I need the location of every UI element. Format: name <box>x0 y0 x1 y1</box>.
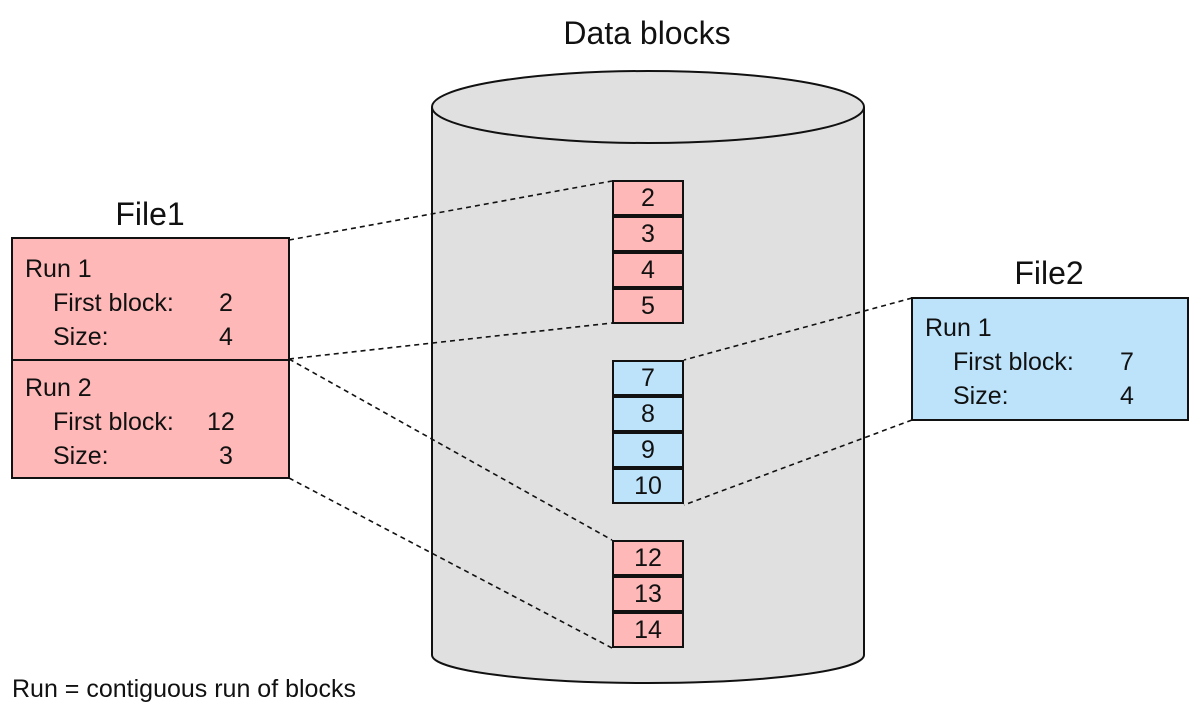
data-block: 4 <box>612 252 684 288</box>
file2-run-1: Run 1 First block: 7 Size: 4 <box>913 299 1187 419</box>
file1-run1-bottom-connector <box>288 322 613 360</box>
data-block: 8 <box>612 396 684 432</box>
file1-run-table: Run 1 First block: 2 Size: 4 Run 2 First… <box>11 237 290 479</box>
data-block: 10 <box>612 468 684 504</box>
data-block: 13 <box>612 576 684 612</box>
file2-run1-bottom-connector <box>683 419 913 506</box>
file2-run1-top-connector <box>683 297 913 361</box>
file1-run2-bottom-connector <box>288 477 613 649</box>
data-block: 9 <box>612 432 684 468</box>
file2-run-table: Run 1 First block: 7 Size: 4 <box>911 297 1189 421</box>
cylinder-top <box>431 70 865 144</box>
data-block: 7 <box>612 360 684 396</box>
first-block-label: First block: <box>53 289 174 317</box>
run-label: Run 2 <box>25 374 92 402</box>
size-value: 3 <box>219 442 233 470</box>
first-block-value: 2 <box>219 289 233 317</box>
file1-run-1: Run 1 First block: 2 Size: 4 <box>13 239 288 359</box>
footnote: Run = contiguous run of blocks <box>12 675 356 703</box>
run-label: Run 1 <box>925 314 992 342</box>
data-block: 3 <box>612 216 684 252</box>
first-block-value: 7 <box>1120 348 1134 376</box>
file1-run1-top-connector <box>288 180 613 241</box>
file2-title: File2 <box>1014 255 1084 291</box>
data-block: 12 <box>612 540 684 576</box>
data-block: 14 <box>612 612 684 648</box>
size-value: 4 <box>219 323 233 351</box>
size-label: Size: <box>953 382 1009 410</box>
data-block: 5 <box>612 288 684 324</box>
run-label: Run 1 <box>25 255 92 283</box>
file1-run-2: Run 2 First block: 12 Size: 3 <box>13 359 288 477</box>
data-blocks-title: Data blocks <box>563 15 731 51</box>
first-block-value: 12 <box>207 408 235 436</box>
size-label: Size: <box>53 323 109 351</box>
file1-run2-top-connector <box>288 358 613 541</box>
file1-title: File1 <box>115 196 185 232</box>
size-label: Size: <box>53 442 109 470</box>
size-value: 4 <box>1120 382 1134 410</box>
first-block-label: First block: <box>953 348 1074 376</box>
data-block: 2 <box>612 180 684 216</box>
first-block-label: First block: <box>53 408 174 436</box>
